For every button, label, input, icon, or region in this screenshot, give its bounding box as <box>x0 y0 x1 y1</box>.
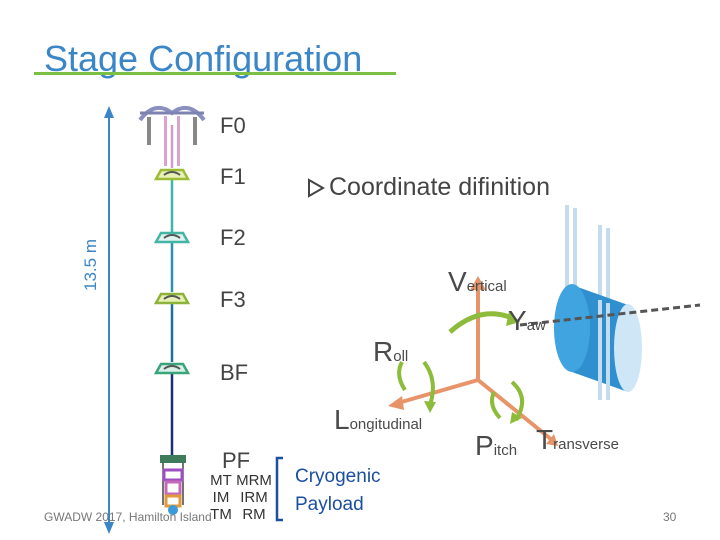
f2-filter <box>153 231 191 244</box>
bf-filter <box>153 362 191 375</box>
f1-filter <box>153 168 191 181</box>
stage-label-f3: F3 <box>220 287 246 312</box>
stage-label-f2: F2 <box>220 225 246 250</box>
translation-axes <box>388 276 558 446</box>
stage-label-pf: PF <box>222 448 251 473</box>
payload-assembly <box>160 455 186 515</box>
cryogenic-label-line1: Cryogenic <box>295 466 381 487</box>
payload-stage-rm: RM <box>242 506 266 523</box>
title-underline <box>34 72 396 75</box>
f0-filter <box>138 105 206 166</box>
beam-axis <box>519 303 701 327</box>
payload-stage-irm: IRM <box>240 489 268 506</box>
stage-label-f0: F0 <box>220 113 246 138</box>
page-number: 30 <box>663 510 677 524</box>
payload-bracket <box>275 456 283 522</box>
axis-label-yaw: Yaw <box>508 305 546 336</box>
axis-label-transverse: Transverse <box>536 424 619 455</box>
payload-stage-tm: TM <box>210 506 232 523</box>
payload-stage-im: IM <box>212 489 230 506</box>
stage-label-bf: BF <box>220 360 249 385</box>
axis-label-pitch: Pitch <box>475 430 518 461</box>
coordinate-heading: Coordinate difinition <box>329 173 550 201</box>
height-label: 13.5 m <box>80 239 100 291</box>
payload-stage-mrm: MRM <box>236 472 272 489</box>
payload-stages-col2: MRM IRM RM <box>236 472 272 523</box>
axis-label-vertical: Vertical <box>448 266 507 297</box>
rotation-arrows <box>397 311 524 424</box>
f3-filter <box>153 292 191 305</box>
axis-label-roll: Roll <box>373 336 409 367</box>
coordinate-bullet-icon <box>308 178 326 198</box>
mirror-cylinder <box>554 205 642 400</box>
footer-conference: GWADW 2017, Hamilton Island <box>44 510 212 524</box>
payload-stages-col1: MT IM TM <box>204 472 238 523</box>
height-arrow <box>104 106 114 534</box>
axis-label-longitudinal: Longitudinal <box>334 404 423 435</box>
payload-stage-mt: MT <box>210 472 232 489</box>
cryogenic-label-line2: Payload <box>295 494 364 515</box>
stage-label-f1: F1 <box>220 164 246 189</box>
cryogenic-payload-label: Cryogenic Payload <box>295 463 381 519</box>
